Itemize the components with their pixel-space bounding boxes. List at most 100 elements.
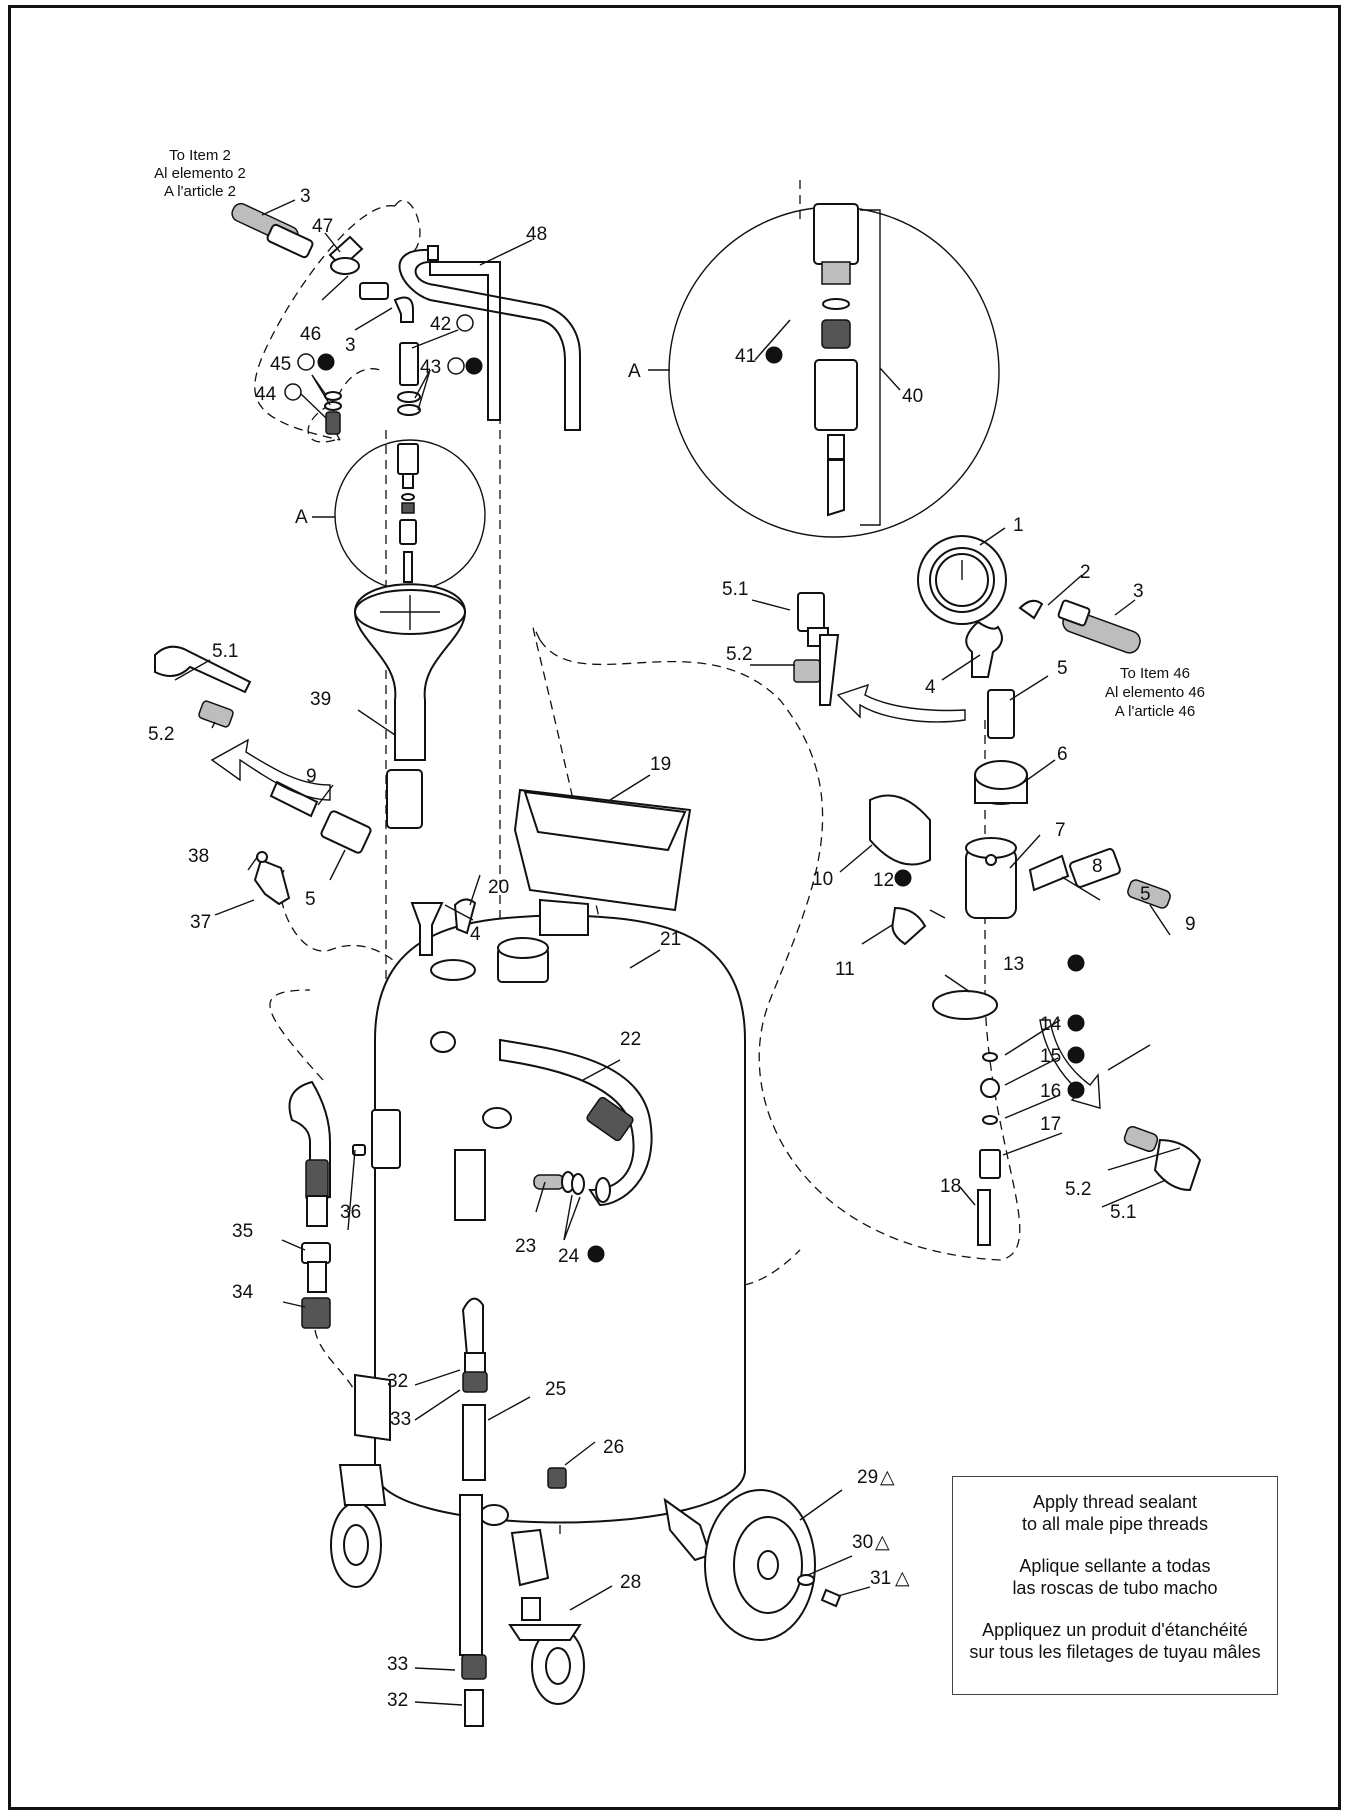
part-label: 32 [387, 1371, 408, 1392]
part-label: 34 [232, 1282, 254, 1303]
handle-bar [398, 245, 581, 431]
part-label: 45 [270, 354, 291, 375]
part-label: 3 [345, 335, 356, 356]
hose-clip [253, 851, 291, 906]
part-label: 3 [300, 186, 311, 207]
part-label: 12 [873, 870, 894, 891]
solid-circle-icon [765, 346, 783, 364]
part-label: 37 [190, 912, 211, 933]
tank [354, 898, 746, 1562]
part-label: 4 [925, 677, 936, 698]
solid-circle-icon [587, 1245, 605, 1263]
callout-to-item-2: To Item 2 Al elemento 2 A l'article 2 [154, 147, 246, 200]
detail-label-large: A [628, 361, 641, 382]
part-label: 3 [1133, 581, 1144, 602]
part-label: 39 [310, 689, 331, 710]
part-label: 1 [1013, 515, 1024, 536]
detail-a-circle-small [312, 439, 486, 591]
funnel [353, 583, 467, 829]
part-label: 18 [940, 1176, 961, 1197]
part-label: 40 [902, 386, 923, 407]
solid-circle-icon [894, 869, 912, 887]
part-label: 5.1 [212, 641, 238, 662]
part-label: 5 [305, 889, 316, 910]
part-label: 28 [620, 1572, 641, 1593]
part-label: 38 [188, 846, 209, 867]
part-label: 32 [387, 1690, 408, 1711]
part-label: 26 [603, 1437, 624, 1458]
part-label: 9 [306, 766, 317, 787]
dip-tubes [459, 1297, 488, 1727]
triangle-icon: △ [895, 1568, 910, 1589]
drawing-border [8, 5, 1341, 1810]
callout-line-fr: A l'article 2 [164, 183, 236, 200]
part-label: 30 [852, 1532, 873, 1553]
hollow-circle-icon [447, 357, 465, 375]
part-label: 11 [835, 959, 855, 980]
detail-label-small: A [295, 507, 308, 528]
note-english: Apply thread sealant to all male pipe th… [1021, 1492, 1209, 1534]
part-label: 5.2 [148, 724, 174, 745]
callout-line-es: Al elemento 2 [154, 165, 246, 182]
part-label: 42 [430, 314, 451, 335]
hollow-circle-icon [456, 314, 474, 332]
part-label: 44 [255, 384, 277, 405]
leader-lines [174, 199, 1181, 1706]
solid-circle-icon [1067, 1081, 1085, 1099]
triangle-icon: △ [875, 1532, 890, 1553]
part-label: 2 [1080, 562, 1091, 583]
solid-circle-icon [1067, 954, 1085, 972]
part-label: 47 [312, 216, 333, 237]
part-label: 5 [1057, 658, 1068, 679]
solid-circle-icon [465, 357, 483, 375]
part-label: 22 [620, 1029, 641, 1050]
part-label: 9 [1185, 914, 1196, 935]
callout-line-fr: A l'article 46 [1115, 703, 1195, 720]
part-label: 5 [1140, 884, 1151, 905]
part-label: 25 [545, 1379, 566, 1400]
fitting-23-24 [533, 1171, 611, 1203]
part-label: 5.1 [1110, 1202, 1136, 1223]
part-label: 20 [488, 877, 509, 898]
part-label: 17 [1040, 1114, 1061, 1135]
part-label: 23 [515, 1236, 536, 1257]
part-label: 5.2 [726, 644, 752, 665]
part-label: 43 [420, 357, 441, 378]
part-label: 36 [340, 1202, 361, 1223]
part-label: 10 [812, 869, 833, 890]
part-label: 29 [857, 1467, 878, 1488]
part-label: 7 [1055, 820, 1066, 841]
part-label: 13 [1003, 954, 1024, 975]
callout-to-item-46: To Item 46 Al elemento 46 A l'article 46 [1105, 665, 1205, 720]
solid-circle-icon [1067, 1014, 1085, 1032]
hollow-circle-icon [297, 353, 315, 371]
part-label: 4 [470, 924, 481, 945]
hollow-circle-icon [284, 383, 302, 401]
flow-arrows [210, 683, 1101, 1109]
note-spanish: Aplique sellante a todas las roscas de t… [1012, 1556, 1218, 1598]
solid-circle-icon [317, 353, 335, 371]
callout-line-es: Al elemento 46 [1105, 684, 1205, 701]
triangle-icon: △ [880, 1467, 895, 1488]
gauge-regulator-assembly [793, 535, 1202, 1246]
part-label: 31 [870, 1568, 891, 1589]
callout-line-en: To Item 46 [1120, 665, 1190, 682]
left-hose-fittings [288, 1080, 366, 1329]
hose-fitting-assembly-top-left [231, 202, 421, 435]
part-label: 48 [526, 224, 547, 245]
thread-sealant-note: Apply thread sealant to all male pipe th… [952, 1476, 1278, 1695]
part-label: 35 [232, 1221, 253, 1242]
part-label: 24 [558, 1246, 580, 1267]
note-french: Appliquez un produit d'étanchéité sur to… [969, 1620, 1261, 1662]
part-label: 21 [660, 929, 681, 950]
part-label: 5.1 [722, 579, 748, 600]
detail-a-circle-large [648, 203, 1000, 538]
part-label: 8 [1092, 856, 1103, 877]
part-label: 19 [650, 754, 671, 775]
part-label: 46 [300, 324, 321, 345]
part-label: 6 [1057, 744, 1068, 765]
solid-circle-icon [1067, 1046, 1085, 1064]
drain-pan [513, 788, 692, 912]
part-label: 16 [1040, 1081, 1061, 1102]
